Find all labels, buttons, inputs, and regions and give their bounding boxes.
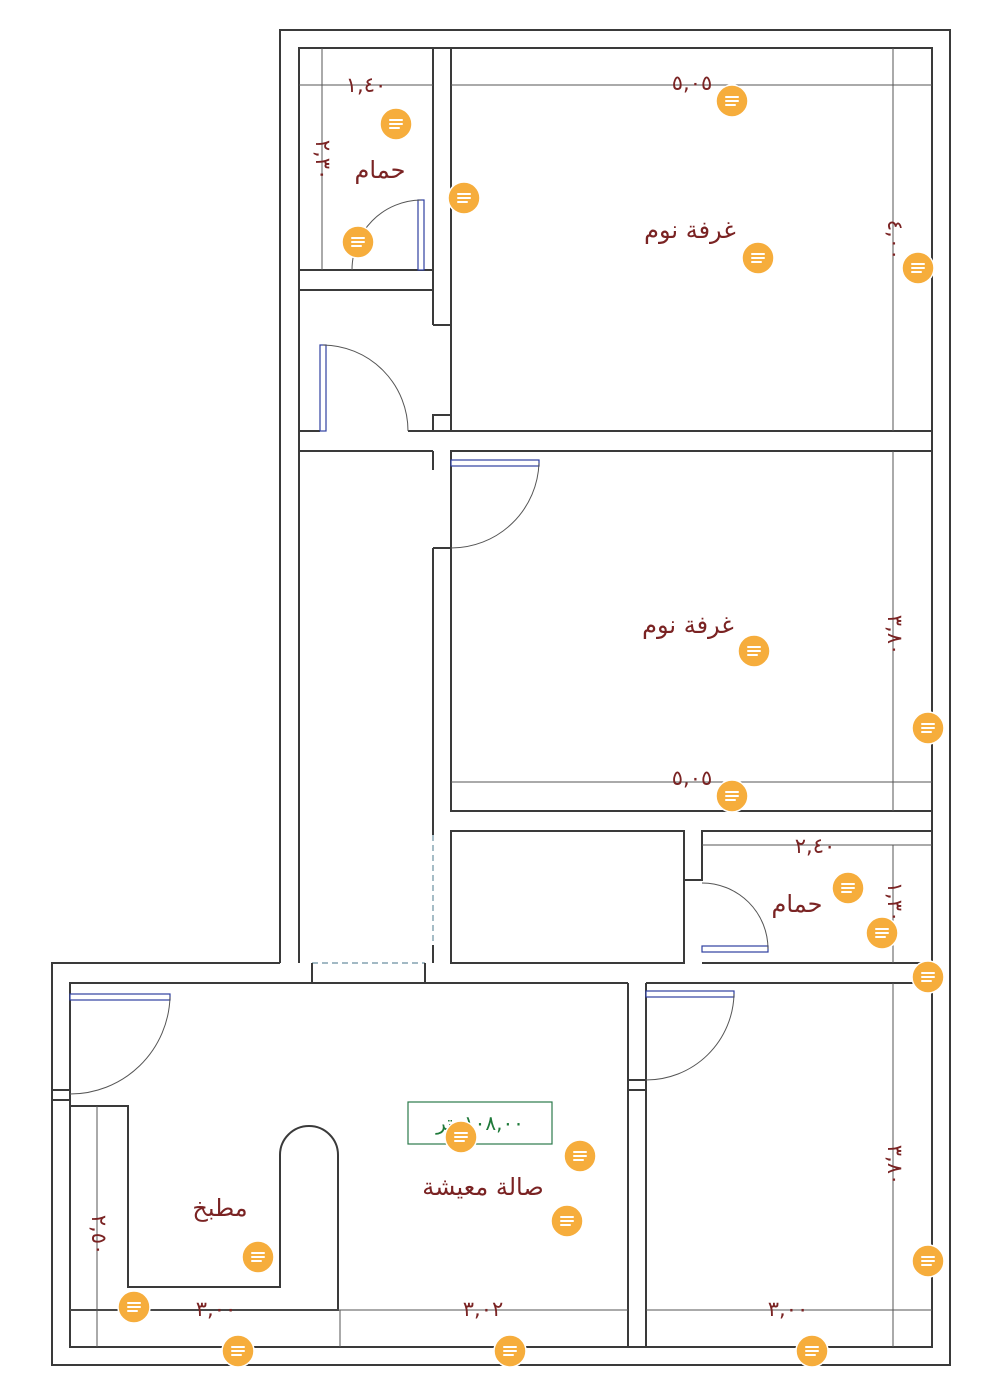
comment-note-icon[interactable] bbox=[741, 241, 775, 275]
comment-note-icon[interactable] bbox=[341, 225, 375, 259]
bath-mid-room bbox=[450, 830, 932, 964]
comment-note-icon[interactable] bbox=[493, 1334, 527, 1368]
hall-wall-stub bbox=[432, 414, 452, 432]
bath-mid-wall-top bbox=[683, 830, 932, 881]
dim-bath-mid-depth: ١,٣٠ bbox=[883, 882, 907, 923]
dim-bedroom-1-depth: ٤,٠٠ bbox=[883, 220, 907, 261]
area-frame bbox=[407, 1101, 553, 1145]
comment-note-icon[interactable] bbox=[911, 1244, 945, 1278]
dim-kitchen-depth: ٢,٥٠ bbox=[87, 1215, 111, 1256]
bedroom-2-walls bbox=[450, 450, 933, 812]
bath-top-wall-thick bbox=[298, 269, 434, 291]
comment-note-icon[interactable] bbox=[715, 779, 749, 813]
door-hall bbox=[319, 344, 409, 432]
comment-note-icon[interactable] bbox=[737, 634, 771, 668]
room-label-bedroom-2: غرفة نوم bbox=[642, 611, 734, 639]
comment-note-icon[interactable] bbox=[911, 960, 945, 994]
kitchen-counter bbox=[70, 1105, 339, 1311]
comment-note-icon[interactable] bbox=[795, 1334, 829, 1368]
comment-note-icon[interactable] bbox=[831, 871, 865, 905]
dim-bath-mid-width: ٢,٤٠ bbox=[795, 834, 836, 858]
dim-bottom-right: ٣,٠٠ bbox=[768, 1297, 809, 1321]
room-label-kitchen: مطبخ bbox=[192, 1194, 247, 1222]
comment-note-icon[interactable] bbox=[901, 251, 935, 285]
dim-bottom-left: ٣,٠٠ bbox=[196, 1297, 237, 1321]
comment-note-icon[interactable] bbox=[379, 107, 413, 141]
door-right-room bbox=[645, 990, 735, 1081]
room-label-bath-top: حمام bbox=[355, 156, 406, 184]
comment-note-icon[interactable] bbox=[563, 1139, 597, 1173]
outer-walls bbox=[51, 29, 951, 1366]
dim-bottom-middle: ٣,٠٢ bbox=[463, 1297, 504, 1321]
door-bedroom-2 bbox=[450, 459, 540, 549]
dim-bath-top-depth: ٢,٣٠ bbox=[311, 140, 335, 181]
comment-note-icon[interactable] bbox=[444, 1120, 478, 1154]
dim-bath-top-width: ١,٤٠ bbox=[346, 73, 387, 97]
comment-note-icon[interactable] bbox=[911, 711, 945, 745]
bedroom-1-walls bbox=[450, 47, 933, 432]
comment-note-icon[interactable] bbox=[550, 1204, 584, 1238]
counter-island bbox=[70, 1125, 339, 1311]
comment-note-icon[interactable] bbox=[241, 1240, 275, 1274]
doors bbox=[69, 199, 769, 1095]
bedroom-2-room bbox=[433, 450, 933, 812]
dimension-lines bbox=[70, 48, 932, 1347]
comment-note-icon[interactable] bbox=[117, 1290, 151, 1324]
room-label-bedroom-1: غرفة نوم bbox=[644, 216, 736, 244]
room-label-living: صالة معيشة bbox=[422, 1173, 543, 1201]
living-walls bbox=[51, 982, 932, 1347]
store-walls bbox=[450, 830, 685, 964]
counter-outline bbox=[70, 1105, 281, 1288]
dimension-labels: ١,٤٠ ٢,٣٠ ٥,٠٥ ٤,٠٠ ٣,٨٠ ٥,٠٥ ٢,٤٠ ١,٣٠ … bbox=[87, 71, 907, 1321]
comment-note-icon[interactable] bbox=[715, 84, 749, 118]
comment-note-icon[interactable] bbox=[447, 181, 481, 215]
comment-note-icon[interactable] bbox=[221, 1334, 255, 1368]
bedroom-1-room bbox=[432, 47, 933, 432]
inner-wall-upper bbox=[69, 47, 933, 1348]
dim-right-room-depth: ٣,٨٠ bbox=[883, 1145, 907, 1186]
door-bath-mid bbox=[701, 882, 769, 953]
right-room-jamb bbox=[627, 1079, 647, 1091]
comment-note-icon[interactable] bbox=[865, 916, 899, 950]
area-box: ١٠٨,٠٠متر bbox=[407, 1101, 553, 1145]
outer-wall-upper bbox=[51, 29, 951, 1366]
dim-bedroom-1-width: ٥,٠٥ bbox=[672, 71, 713, 95]
room-labels: حمام غرفة نوم غرفة نوم حمام صالة معيشة م… bbox=[192, 156, 822, 1222]
living-jamb-left bbox=[51, 1089, 71, 1101]
dim-bedroom-2-depth: ٣,٨٠ bbox=[883, 615, 907, 656]
dim-bedroom-2-width: ٥,٠٥ bbox=[672, 766, 713, 790]
comment-notes bbox=[117, 84, 945, 1368]
door-entrance bbox=[69, 993, 171, 1095]
room-label-bath-mid: حمام bbox=[772, 890, 823, 918]
